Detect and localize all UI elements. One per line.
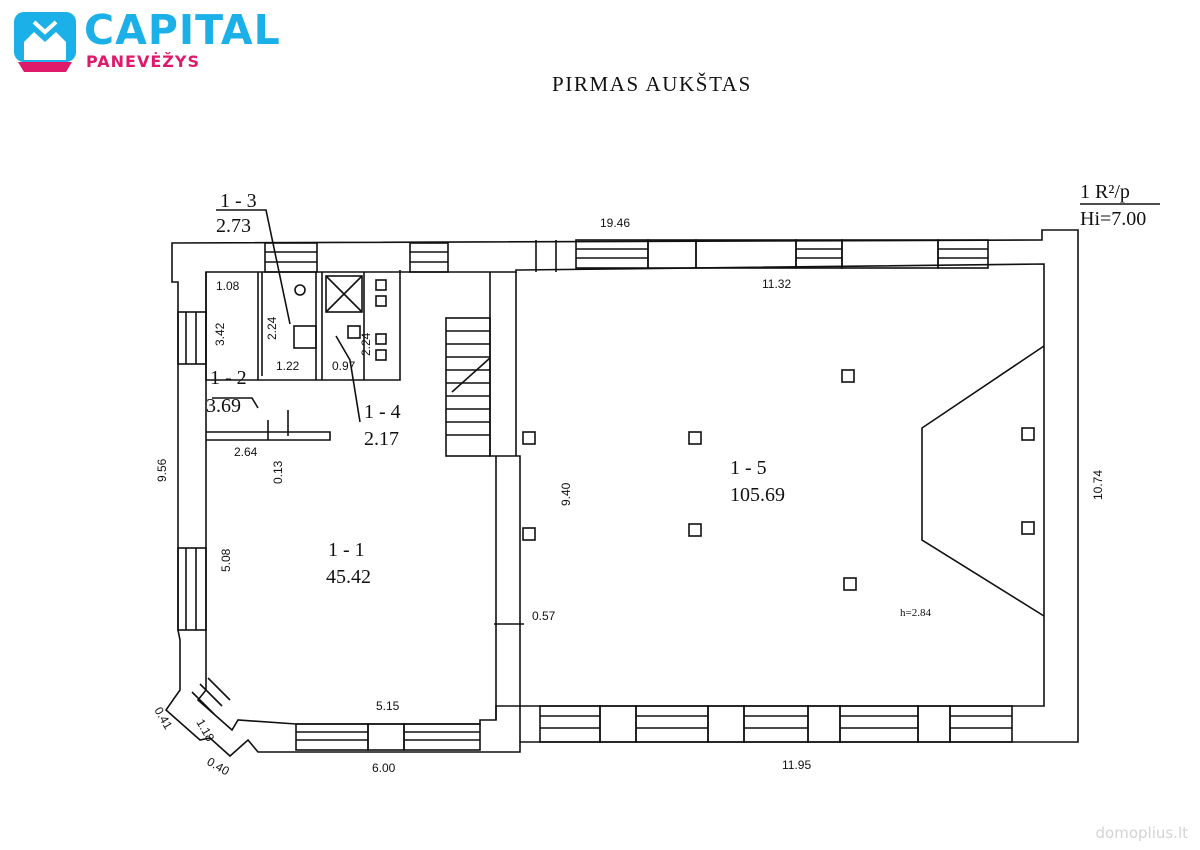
- dim-partition-width: 2.64: [234, 445, 258, 459]
- outer-wall-outer: [164, 229, 1079, 758]
- dim-bay-b: 1.18: [193, 717, 217, 745]
- dim-outer-bottom: 6.00: [372, 761, 396, 775]
- capital-logo: CAPITAL PANEVĖŽYS: [14, 6, 284, 78]
- dim-hall-bottom: 11.95: [782, 758, 811, 772]
- dim-wc-bottom-a: 1.22: [276, 359, 300, 373]
- room-1-5-id: 1 - 5: [730, 457, 767, 479]
- room-1-2-area: 3.69: [206, 395, 241, 417]
- brand-city: PANEVĖŽYS: [86, 52, 200, 71]
- staircase: [445, 317, 491, 457]
- top-windows: [264, 239, 989, 273]
- room-1-4-id: 1 - 4: [364, 401, 401, 423]
- dim-left-lower: 5.08: [219, 548, 233, 572]
- dim-wc-depth-a: 2.24: [265, 316, 279, 340]
- columns: [522, 369, 1035, 591]
- bottom-windows: [295, 705, 1013, 751]
- leader-lines: [212, 203, 1160, 625]
- house-logo-icon: [14, 12, 76, 72]
- legend: 1 R²/p Hi=7.00: [1080, 181, 1146, 230]
- inner-wall: [489, 272, 521, 742]
- dim-partition-thick: 0.13: [271, 460, 285, 484]
- room-labels: 1 - 3 2.73 1 - 2 3.69 1 - 4 2.17 1 - 1 4…: [206, 190, 785, 588]
- legend-line1: 1 R²/p: [1080, 181, 1130, 203]
- height-note: h=2.84: [900, 607, 931, 619]
- floor-title: PIRMAS AUKŠTAS: [552, 72, 752, 96]
- dim-hall-depth: 9.40: [559, 482, 573, 506]
- dim-overall-top: 19.46: [600, 216, 630, 230]
- dim-right-wall: 10.74: [1091, 470, 1105, 500]
- stage-outline: [921, 345, 1045, 617]
- brand-name: CAPITAL: [84, 6, 281, 54]
- dim-wc-depth-b: 2.24: [359, 332, 373, 356]
- dim-left-wall: 9.56: [155, 458, 169, 482]
- dim-bay-c: 0.40: [205, 754, 233, 778]
- outer-wall-inner: [196, 263, 1045, 732]
- dim-wall-gap: 0.57: [532, 609, 556, 623]
- room-1-3-area: 2.73: [216, 215, 251, 237]
- dim-wc-width: 1.08: [216, 279, 240, 293]
- dim-room-bottom: 5.15: [376, 699, 400, 713]
- room-1-3-id: 1 - 3: [220, 190, 257, 212]
- dim-wc-bottom-b: 0.97: [332, 359, 356, 373]
- wc-fixtures: [293, 275, 387, 361]
- room-1-5-area: 105.69: [730, 484, 785, 506]
- dimension-labels: 19.46 11.32 11.95 9.40 10.74 9.56 5.08 3…: [151, 216, 1105, 778]
- room-1-4-area: 2.17: [364, 428, 399, 450]
- dim-bay-a: 0.41: [151, 705, 175, 733]
- dim-left-upper: 3.42: [213, 322, 227, 346]
- room-1-2-id: 1 - 2: [210, 367, 247, 389]
- room-1-1-area: 45.42: [326, 566, 371, 588]
- room-1-1-id: 1 - 1: [328, 539, 365, 561]
- watermark: domoplius.lt: [1095, 824, 1188, 842]
- dim-hall-top: 11.32: [762, 277, 791, 291]
- legend-line2: Hi=7.00: [1080, 208, 1146, 230]
